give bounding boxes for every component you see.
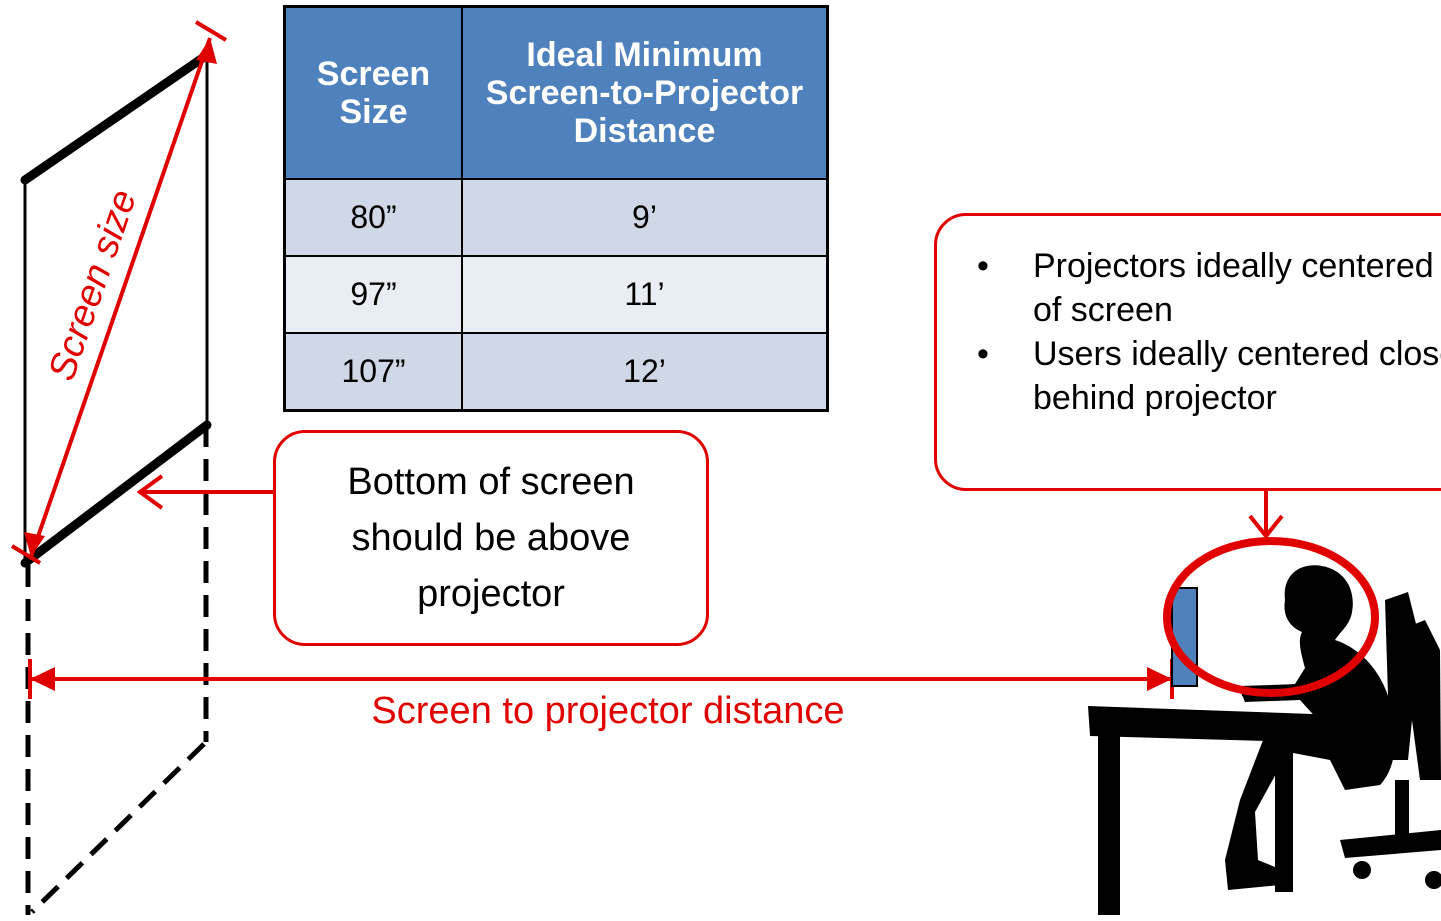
- placement-tip: Users ideally centered close behind proj…: [955, 332, 1441, 420]
- placement-tips-list: Projectors ideally centered in front of …: [955, 244, 1441, 420]
- screen-size-label: Screen size: [41, 185, 145, 386]
- user-at-desk-silhouette: [1088, 565, 1441, 915]
- table-cell: 11’: [461, 255, 829, 334]
- user-highlight-circle: [1163, 537, 1379, 697]
- table-cell: 9’: [461, 178, 829, 257]
- bottom-of-screen-callout: Bottom of screen should be above project…: [273, 430, 709, 646]
- user-callout-arrow: [1248, 491, 1284, 540]
- table-header-distance: Ideal Minimum Screen-to-Projector Distan…: [461, 5, 829, 180]
- table-cell: 107”: [283, 332, 463, 412]
- distance-label: Screen to projector distance: [371, 690, 844, 732]
- table-row: 80” 9’: [283, 178, 829, 257]
- table-cell: 80”: [283, 178, 463, 257]
- bottom-callout-arrow: [136, 474, 273, 510]
- projection-screen: [20, 50, 212, 568]
- table-cell: 12’: [461, 332, 829, 412]
- placement-tip: Projectors ideally centered in front of …: [955, 244, 1441, 332]
- bottom-of-screen-text: Bottom of screen should be above project…: [347, 461, 635, 615]
- table-row: 97” 11’: [283, 255, 829, 334]
- table-row: 107” 12’: [283, 332, 829, 412]
- table-header-screen-size: Screen Size: [283, 5, 463, 180]
- room-outline: [25, 425, 1441, 917]
- placement-tips-callout: Projectors ideally centered in front of …: [934, 213, 1441, 491]
- table-cell: 97”: [283, 255, 463, 334]
- screen-size-arrow: [10, 20, 228, 565]
- screen-distance-table: Screen Size Ideal Minimum Screen-to-Proj…: [283, 5, 829, 412]
